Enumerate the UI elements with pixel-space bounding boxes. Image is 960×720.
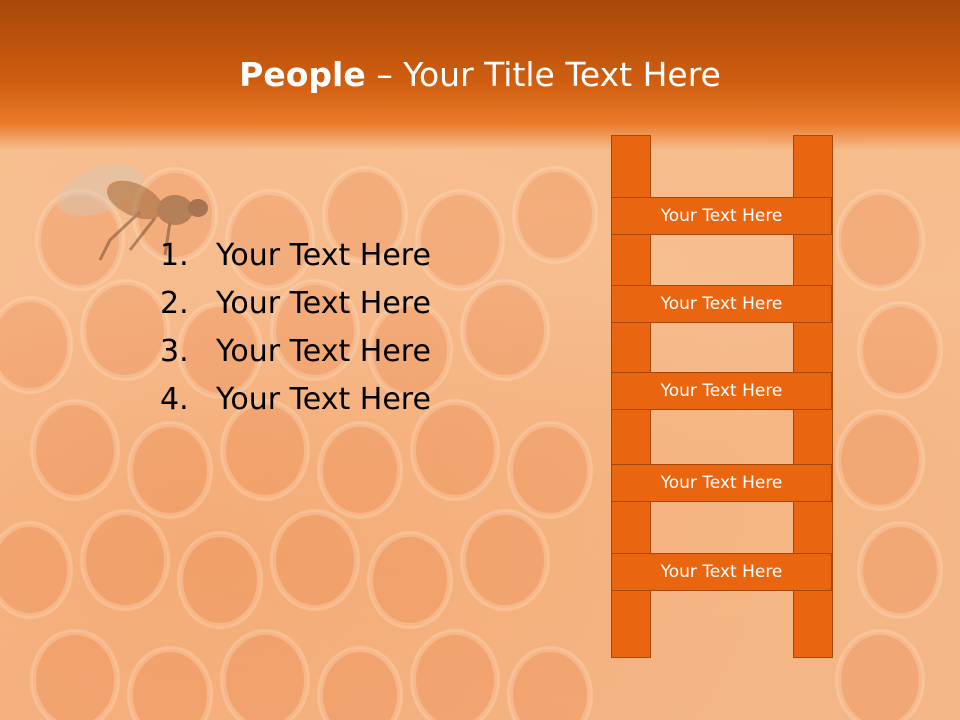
list-item-text: Your Text Here — [216, 286, 431, 321]
honeycomb-background — [0, 166, 943, 720]
ladder-rung: Your Text Here — [611, 553, 832, 591]
list-item-number: 2. — [160, 286, 189, 321]
bee-icon — [57, 164, 208, 261]
ladder-diagram: Your Text Here Your Text Here Your Text … — [611, 135, 834, 658]
list-item: 3. Your Text Here — [160, 328, 431, 376]
list-item-text: Your Text Here — [216, 334, 431, 369]
ladder-rung: Your Text Here — [611, 197, 832, 235]
list-item-text: Your Text Here — [216, 238, 431, 273]
slide-title: People – Your Title Text Here — [0, 52, 960, 98]
list-item-number: 4. — [160, 382, 189, 417]
numbered-list: 1. Your Text Here 2. Your Text Here 3. Y… — [160, 232, 431, 424]
list-item: 4. Your Text Here — [160, 376, 431, 424]
list-item-number: 3. — [160, 334, 189, 369]
title-bar — [0, 0, 960, 150]
title-rest: – Your Title Text Here — [365, 55, 721, 94]
ladder-rung: Your Text Here — [611, 372, 832, 410]
list-item: 1. Your Text Here — [160, 232, 431, 280]
list-item-text: Your Text Here — [216, 382, 431, 417]
list-item-number: 1. — [160, 238, 189, 273]
ladder-rung: Your Text Here — [611, 464, 832, 502]
list-item: 2. Your Text Here — [160, 280, 431, 328]
title-bold: People — [239, 55, 366, 94]
ladder-rung: Your Text Here — [611, 285, 832, 323]
